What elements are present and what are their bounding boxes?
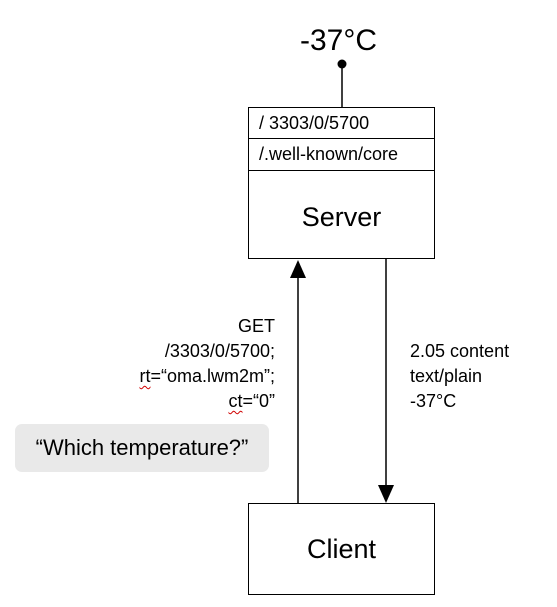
client-node: Client [248,503,435,595]
request-rt-value: =“oma.lwm2m”; [150,366,275,386]
sensor-reading: -37°C [300,24,378,57]
server-node: / 3303/0/5700 /.well-known/core Server [248,107,435,259]
client-label: Client [306,534,377,564]
resource-well-known-core: /.well-known/core [249,139,434,171]
request-path: /3303/0/5700; [164,341,275,361]
response-value: -37°C [410,391,457,411]
question-callout: “Which temperature?” [15,424,269,472]
request-ct: ct=“0” [139,389,275,414]
request-rt-key: rt [139,366,151,386]
request-ct-key: ct [228,391,243,411]
response-code: 2.05 content [410,341,510,361]
request-rt: rt=“oma.lwm2m”; [139,364,275,389]
request-ct-value: =“0” [242,391,275,411]
response-message: 2.05 content text/plain -37°C [410,339,509,414]
resource-temperature: / 3303/0/5700 [249,108,434,139]
sensor-probe-dot [337,59,347,69]
request-arrowhead [290,260,306,278]
server-label: Server [301,202,382,232]
response-content-type: text/plain [410,366,483,386]
request-message: GET /3303/0/5700; rt=“oma.lwm2m”; ct=“0” [139,314,275,414]
request-method: GET [237,316,275,336]
response-arrowhead [378,485,394,503]
